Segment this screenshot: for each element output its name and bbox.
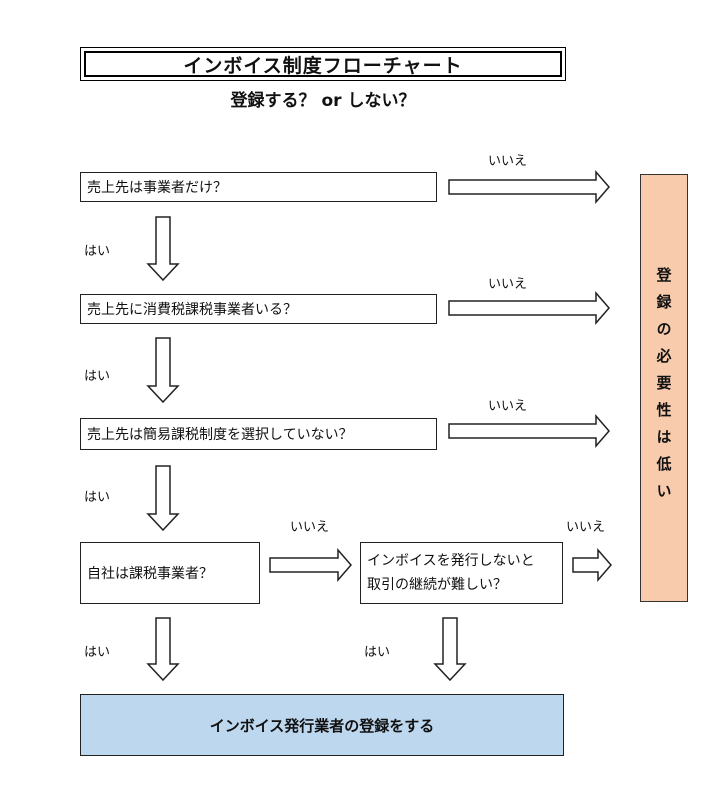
right-arrow-icon (448, 413, 610, 449)
right-arrow-icon (448, 290, 610, 326)
no-label: いいえ (488, 399, 528, 414)
result-box-register: インボイス発行業者の登録をする (80, 694, 564, 756)
right-arrow-icon (448, 169, 610, 205)
chart-subtitle: 登録する？ or しない？ (230, 91, 416, 111)
yes-label: はい (84, 490, 111, 505)
no-label: いいえ (488, 277, 528, 292)
down-arrow-icon (433, 617, 467, 682)
right-arrow-icon (572, 547, 612, 583)
question-text-line1: インボイスを発行しないと (367, 553, 535, 569)
result-low-text: 登録の必要性は低い (654, 266, 673, 510)
question-box-own-company-taxable: 自社は課税事業者？ (80, 542, 260, 604)
no-label: いいえ (488, 154, 528, 169)
question-box-taxable-customers: 売上先に消費税課税事業者いる？ (80, 294, 437, 324)
down-arrow-icon (146, 465, 180, 532)
yes-label: はい (364, 645, 391, 660)
question-box-customers-business-only: 売上先は事業者だけ？ (80, 172, 437, 202)
down-arrow-icon (146, 216, 180, 282)
yes-label: はい (84, 244, 111, 259)
no-label: いいえ (566, 520, 606, 535)
down-arrow-icon (146, 337, 180, 404)
down-arrow-icon (146, 617, 180, 682)
chart-title-frame: インボイス制度フローチャート (80, 47, 566, 81)
yes-label: はい (84, 369, 111, 384)
question-box-simplified-taxation: 売上先は簡易課税制度を選択していない？ (80, 418, 437, 450)
no-label: いいえ (290, 520, 330, 535)
question-box-invoice-required: インボイスを発行しないと 取引の継続が難しい？ (360, 542, 563, 604)
result-box-low-need: 登録の必要性は低い (640, 174, 688, 602)
yes-label: はい (84, 645, 111, 660)
question-text-line2: 取引の継続が難しい？ (367, 577, 507, 593)
right-arrow-icon (269, 547, 352, 583)
chart-title: インボイス制度フローチャート (84, 51, 562, 77)
